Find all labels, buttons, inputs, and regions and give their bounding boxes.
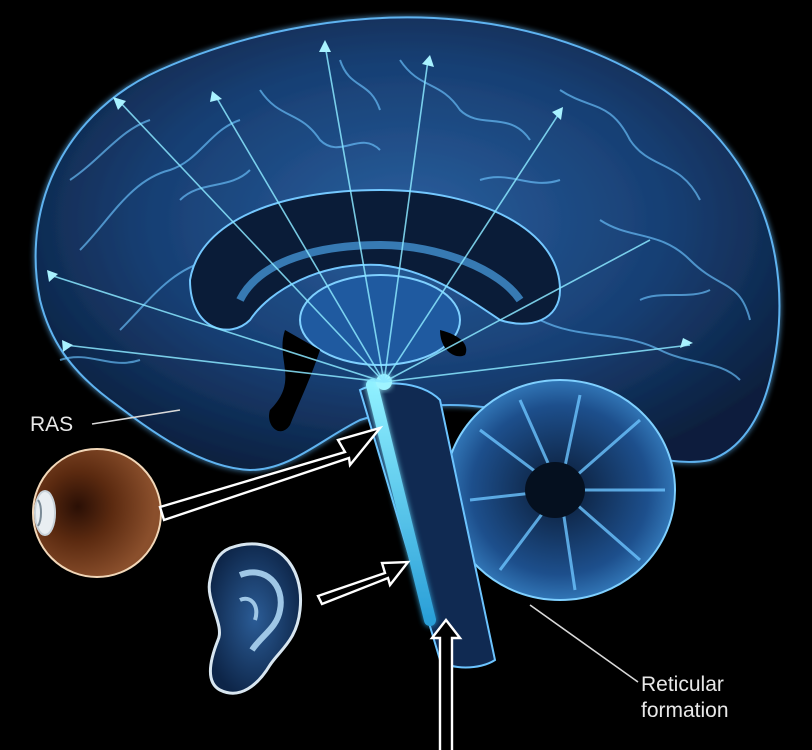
ras-label: RAS [30, 412, 73, 438]
cerebellum [445, 380, 675, 600]
eye-icon [33, 449, 161, 577]
reticular-formation-label: Reticular formation [641, 672, 801, 724]
ear-icon [209, 544, 300, 693]
